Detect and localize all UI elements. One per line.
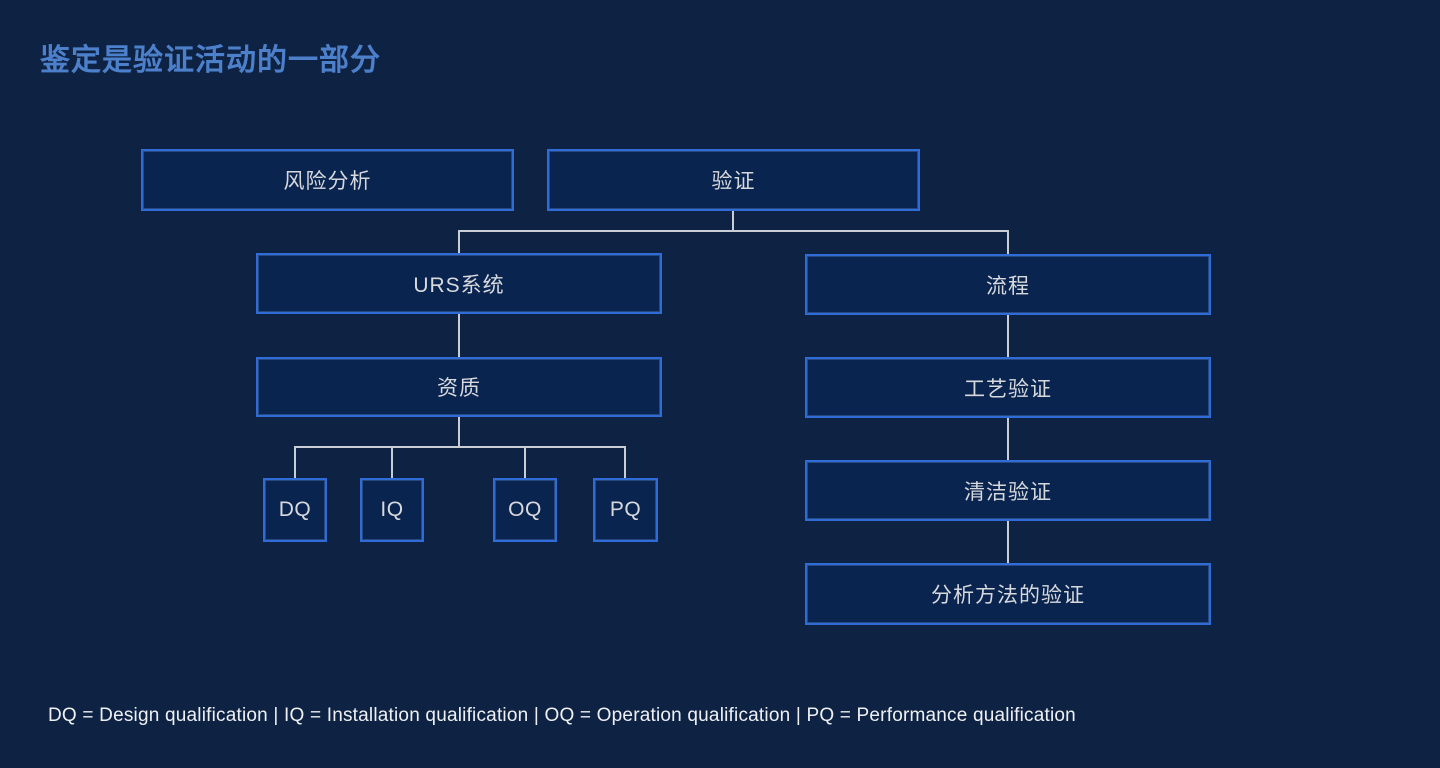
node-label: 工艺验证 [964,377,1052,401]
node-process: 流程 [805,254,1211,315]
connector-line [624,446,626,478]
page-title: 鉴定是验证活动的一部分 [40,44,381,77]
connector-line [1007,315,1009,357]
node-cleaning-validation: 清洁验证 [805,460,1211,521]
connector-line [294,446,296,478]
node-label: DQ [278,498,312,521]
node-process-validation: 工艺验证 [805,357,1211,418]
node-iq: IQ [360,478,424,542]
connector-line [458,230,460,253]
node-analytical-method-validation: 分析方法的验证 [805,563,1211,625]
connector-line [391,446,393,478]
node-label: 验证 [711,170,756,193]
node-qualification: 资质 [256,357,662,417]
node-label: 风险分析 [283,170,372,193]
node-risk-analysis: 风险分析 [141,149,514,211]
connector-line [1007,418,1009,460]
connector-line [1007,230,1009,254]
connector-line [732,211,734,232]
connector-line [458,314,460,357]
node-pq: PQ [593,478,658,542]
node-label: OQ [508,498,542,521]
node-label: 流程 [986,274,1030,298]
node-label: 资质 [437,377,481,400]
connector-line [1007,521,1009,563]
node-label: PQ [609,498,642,521]
node-label: IQ [380,498,404,521]
connector-line [524,446,526,478]
connector-line [294,446,626,448]
node-oq: OQ [493,478,557,542]
node-validation: 验证 [547,149,920,211]
node-label: URS系统 [413,273,505,297]
connector-line [458,230,1009,232]
connector-line [458,417,460,448]
node-urs-system: URS系统 [256,253,662,314]
legend-text: DQ = Design qualification | IQ = Install… [48,705,1076,726]
node-label: 清洁验证 [964,480,1052,504]
node-dq: DQ [263,478,327,542]
node-label: 分析方法的验证 [931,584,1085,607]
